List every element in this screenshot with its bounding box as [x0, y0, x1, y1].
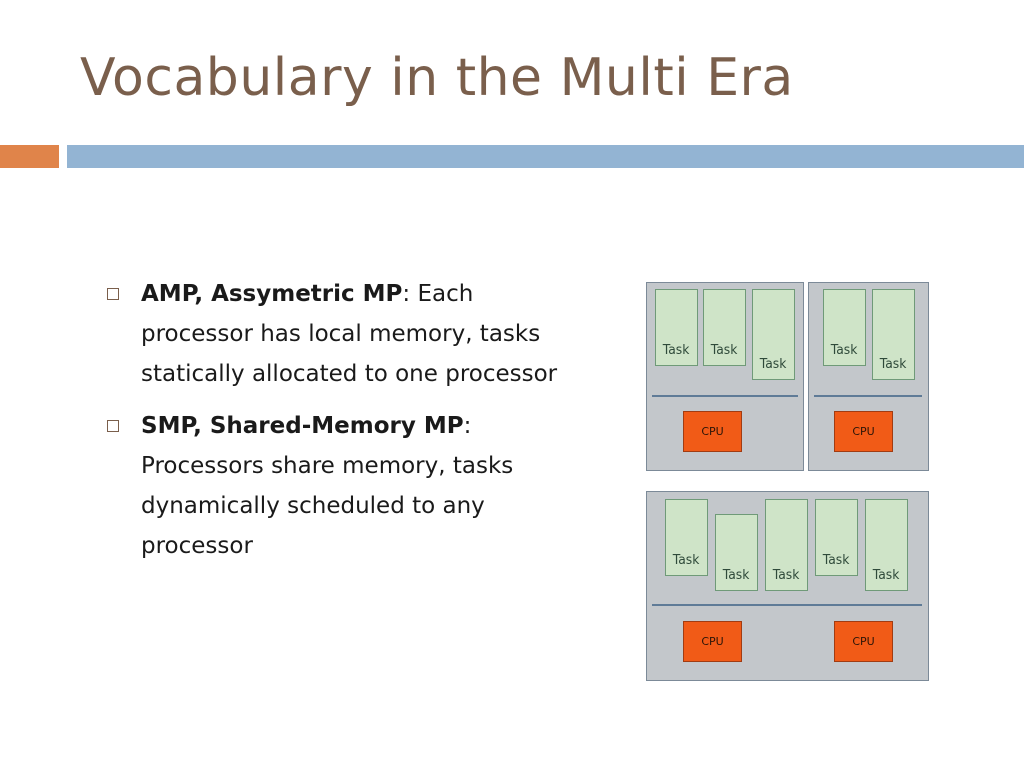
- amp-processor-panel: Task Task CPU: [808, 282, 929, 471]
- task-box: Task: [865, 499, 908, 591]
- amp-processor-panel: Task Task Task CPU: [646, 282, 804, 471]
- square-bullet-icon: [107, 420, 119, 432]
- bullet-text: Processors share memory, tasks dynamical…: [141, 453, 514, 559]
- cpu-box: CPU: [683, 621, 742, 662]
- slide-title: Vocabulary in the Multi Era: [80, 48, 794, 108]
- smp-shared-memory-panel: Task Task Task Task Task CPU CPU: [646, 491, 929, 681]
- accent-bar-orange: [0, 145, 59, 168]
- cpu-label: CPU: [701, 425, 724, 438]
- task-label: Task: [673, 553, 700, 568]
- task-label: Task: [831, 343, 858, 358]
- task-box: Task: [765, 499, 808, 591]
- task-label: Task: [663, 343, 690, 358]
- memory-divider: [814, 395, 922, 397]
- task-label: Task: [823, 553, 850, 568]
- bullet-separator: :: [463, 413, 472, 439]
- cpu-box: CPU: [834, 411, 893, 452]
- memory-divider: [652, 604, 922, 606]
- bullet-item-smp: SMP, Shared-Memory MP: Processors share …: [104, 406, 574, 566]
- task-label: Task: [711, 343, 738, 358]
- task-box: Task: [655, 289, 698, 366]
- bullet-item-amp: AMP, Assymetric MP: Each processor has l…: [104, 274, 574, 394]
- task-label: Task: [723, 568, 750, 583]
- cpu-label: CPU: [701, 635, 724, 648]
- accent-bar-blue: [67, 145, 1024, 168]
- bullet-text: Each processor has local memory, tasks s…: [141, 281, 558, 387]
- task-box: Task: [823, 289, 866, 366]
- task-box: Task: [872, 289, 915, 380]
- task-label: Task: [760, 357, 787, 372]
- cpu-box: CPU: [683, 411, 742, 452]
- task-box: Task: [715, 514, 758, 591]
- bullet-separator: :: [402, 281, 418, 307]
- cpu-label: CPU: [852, 425, 875, 438]
- task-label: Task: [880, 357, 907, 372]
- bullet-list: AMP, Assymetric MP: Each processor has l…: [104, 274, 574, 578]
- bullet-term: AMP, Assymetric MP: [141, 281, 403, 307]
- task-label: Task: [773, 568, 800, 583]
- square-bullet-icon: [107, 288, 119, 300]
- cpu-box: CPU: [834, 621, 893, 662]
- cpu-label: CPU: [852, 635, 875, 648]
- memory-divider: [652, 395, 798, 397]
- task-box: Task: [665, 499, 708, 576]
- task-box: Task: [703, 289, 746, 366]
- task-box: Task: [752, 289, 795, 380]
- task-label: Task: [873, 568, 900, 583]
- task-box: Task: [815, 499, 858, 576]
- bullet-term: SMP, Shared-Memory MP: [141, 413, 464, 439]
